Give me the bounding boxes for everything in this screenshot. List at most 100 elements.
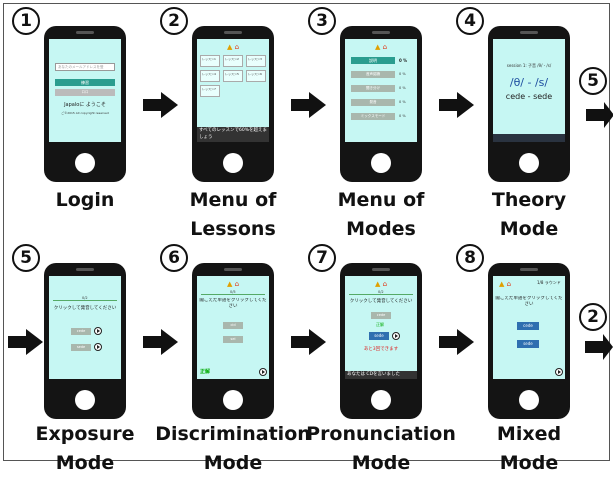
email-field[interactable]: あなたのメールアドレスを登	[55, 63, 115, 71]
mode-button-mixed[interactable]: ミックスモード	[351, 113, 395, 120]
login-button[interactable]: 練習	[55, 79, 115, 86]
theory-header: session 1: 子音 /θ/ - /s/	[506, 63, 552, 68]
progress-text: 0/5	[230, 290, 236, 294]
edge-step-marker-2: 2	[579, 303, 607, 331]
word-button[interactable]: sede	[369, 332, 389, 340]
word-button[interactable]: sei	[223, 336, 243, 343]
lesson-cell[interactable]: レッスン2	[223, 55, 243, 67]
example-words: cede - sede	[505, 92, 553, 101]
home-icon[interactable]: ⌂	[234, 280, 240, 288]
mode-button-theory[interactable]: 説明	[351, 57, 395, 64]
step-number-2: 2	[160, 7, 188, 35]
mode-percent: 0 %	[399, 114, 406, 118]
mode-button-pronunciation[interactable]: 発音	[351, 99, 395, 106]
play-icon[interactable]	[94, 327, 102, 335]
prompt-text: 聞こえた単語をクリックしてください	[199, 298, 267, 309]
step-number-4: 4	[456, 7, 484, 35]
mode-percent: 0 %	[399, 72, 406, 76]
up-arrow-icon[interactable]: ▲	[226, 280, 233, 288]
word-button[interactable]: cid	[223, 322, 243, 329]
mixed-screen: ▲ ⌂ 1/8 ラウンド 聞こえた単語をクリックしてください cede sede	[493, 276, 565, 379]
up-arrow-icon[interactable]: ▲	[226, 43, 233, 51]
home-button	[75, 153, 95, 173]
play-icon[interactable]	[392, 332, 400, 340]
lesson-cell[interactable]: レッスン5	[223, 70, 243, 82]
lesson-cell[interactable]: レッスン3	[246, 55, 266, 67]
next-icon[interactable]	[555, 368, 563, 376]
lessons-footer: すべてのレッスンで60%を超えましょう	[197, 127, 269, 142]
up-arrow-icon[interactable]: ▲	[374, 280, 381, 288]
phone-theory: session 1: 子音 /θ/ - /s/ /θ/ - /s/ cede -…	[488, 26, 570, 182]
result-text: 正解	[376, 322, 384, 327]
progress-text: 0/2	[82, 296, 88, 300]
phone-modes: ▲ ⌂ 説明 0 % 音声認識 0 % 聞き分け 0 % 発音 0 % ミックス…	[340, 26, 422, 182]
home-button	[223, 390, 243, 410]
theory-nav-bar	[493, 134, 565, 142]
home-icon[interactable]: ⌂	[506, 280, 512, 288]
mode-percent: 0 %	[399, 100, 406, 104]
home-button	[223, 153, 243, 173]
up-arrow-icon[interactable]: ▲	[499, 280, 505, 288]
home-icon[interactable]: ⌂	[382, 43, 388, 51]
phone-pronunciation: ▲ ⌂ 0/2 クリックして発音してください cede 正解 sede あと3回…	[340, 263, 422, 419]
home-icon[interactable]: ⌂	[382, 280, 388, 288]
pronunciation-screen: ▲ ⌂ 0/2 クリックして発音してください cede 正解 sede あと3回…	[345, 276, 417, 379]
step-number-1: 1	[12, 7, 40, 35]
home-button	[519, 153, 539, 173]
copyright-text: ご©2015 All copyright reserved	[61, 111, 109, 115]
word-button[interactable]: sede	[517, 340, 539, 348]
phone-exposure: 0/2 クリックして発音してください cede sede	[44, 263, 126, 419]
pronunciation-footer: あなたは CDを言いました	[345, 371, 417, 379]
prompt-text: クリックして発音してください	[349, 299, 413, 304]
remaining-text: あと3回できます	[363, 347, 399, 352]
step-number-5: 5	[12, 244, 40, 272]
lesson-cell[interactable]: レッスン7	[200, 85, 220, 97]
next-icon[interactable]	[259, 368, 267, 376]
lesson-cell[interactable]: レッスン6	[246, 70, 266, 82]
word-button[interactable]: cede	[517, 322, 539, 330]
home-button	[371, 390, 391, 410]
mode-button-exposure[interactable]: 音声認識	[351, 71, 395, 78]
result-text: 正解	[200, 369, 211, 375]
lesson-cell[interactable]: レッスン1	[200, 55, 220, 67]
progress-text: 0/2	[378, 290, 384, 294]
phone-mixed: ▲ ⌂ 1/8 ラウンド 聞こえた単語をクリックしてください cede sede	[488, 263, 570, 419]
word-button[interactable]: sede	[71, 344, 91, 351]
welcome-text: Japaloに ようこそ	[64, 102, 106, 108]
caption-login: Login	[55, 189, 115, 211]
exposure-screen: 0/2 クリックして発音してください cede sede	[49, 276, 121, 379]
modes-screen: ▲ ⌂ 説明 0 % 音声認識 0 % 聞き分け 0 % 発音 0 % ミックス…	[345, 39, 417, 142]
prompt-text: クリックして発音してください	[53, 306, 117, 311]
round-text: 1/8 ラウンド	[537, 280, 561, 285]
home-button	[75, 390, 95, 410]
word-button[interactable]: cede	[71, 328, 91, 335]
theory-screen: session 1: 子音 /θ/ - /s/ /θ/ - /s/ cede -…	[493, 39, 565, 142]
home-button	[371, 153, 391, 173]
secondary-button[interactable]: ロロ	[55, 89, 115, 96]
word-button[interactable]: cede	[371, 312, 391, 319]
home-icon[interactable]: ⌂	[234, 43, 240, 51]
play-icon[interactable]	[94, 343, 102, 351]
prompt-text: 聞こえた単語をクリックしてください	[495, 296, 563, 307]
step-number-3: 3	[308, 7, 336, 35]
step-number-6: 6	[160, 244, 188, 272]
mode-button-discrimination[interactable]: 聞き分け	[351, 85, 395, 92]
discrimination-screen: ▲ ⌂ 0/5 聞こえた単語をクリックしてください cid sei 正解	[197, 276, 269, 379]
phone-lessons: ▲ ⌂ レッスン1 レッスン2 レッスン3 レッスン4 レッスン5 レッスン6 …	[192, 26, 274, 182]
lessons-screen: ▲ ⌂ レッスン1 レッスン2 レッスン3 レッスン4 レッスン5 レッスン6 …	[197, 39, 269, 142]
lesson-cell[interactable]: レッスン4	[200, 70, 220, 82]
home-button	[519, 390, 539, 410]
phone-login: あなたのメールアドレスを登 練習 ロロ Japaloに ようこそ ご©2015 …	[44, 26, 126, 182]
up-arrow-icon[interactable]: ▲	[374, 43, 381, 51]
step-number-8: 8	[456, 244, 484, 272]
step-number-7: 7	[308, 244, 336, 272]
mode-percent: 0 %	[399, 58, 408, 63]
phone-discrimination: ▲ ⌂ 0/5 聞こえた単語をクリックしてください cid sei 正解	[192, 263, 274, 419]
